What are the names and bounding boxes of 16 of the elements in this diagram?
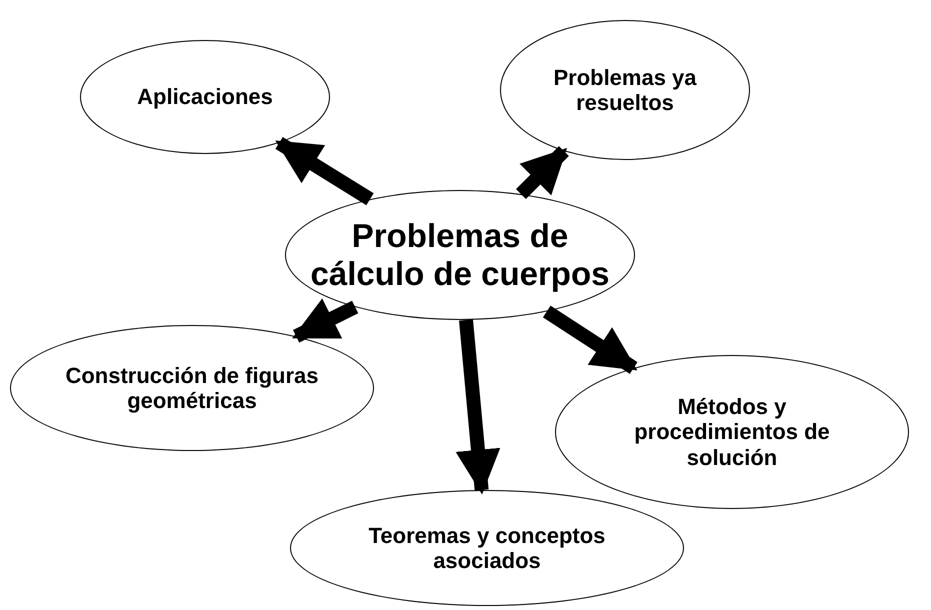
arrow <box>275 136 374 206</box>
arrow <box>516 146 569 200</box>
node-text: Aplicaciones <box>137 84 273 110</box>
ellipse-node <box>555 355 909 509</box>
arrow <box>292 298 358 343</box>
node-text: Métodos y procedimientos de solución <box>633 394 831 470</box>
arrow <box>456 319 500 494</box>
ellipse-node <box>10 325 374 451</box>
node-text: Teoremas y conceptos asociados <box>368 522 606 574</box>
node-text: Problemas ya resueltos <box>552 64 698 116</box>
node-text: Construcción de figuras geométricas <box>64 362 320 414</box>
ellipse-node <box>80 40 330 154</box>
ellipse-node <box>285 190 635 320</box>
node-text: Problemas de cálculo de cuerpos <box>310 217 610 293</box>
ellipse-node <box>500 20 750 160</box>
ellipse-node <box>290 490 684 606</box>
